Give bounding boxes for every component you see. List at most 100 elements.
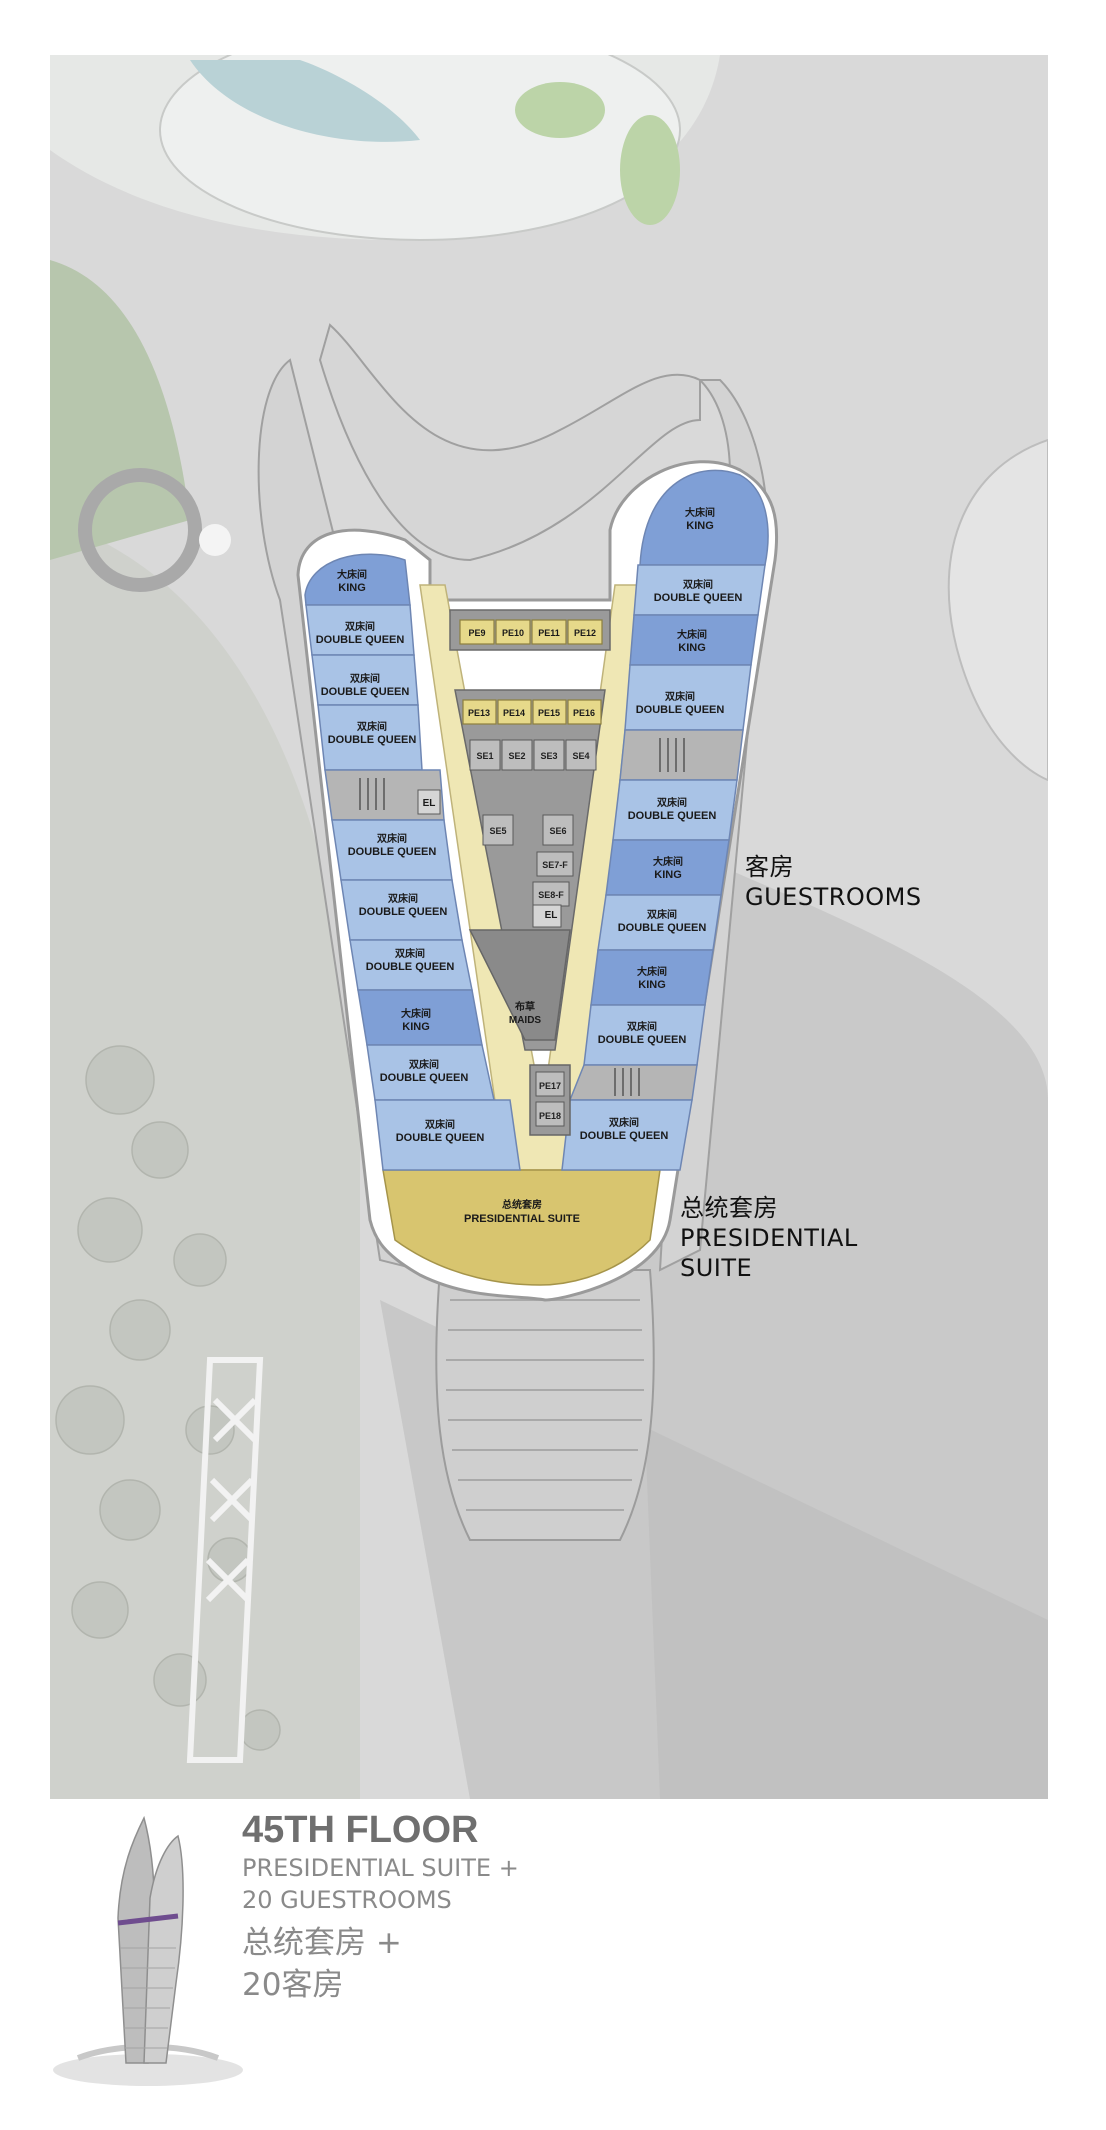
room-dq-west-8-label-en: DOUBLE QUEEN: [396, 1132, 485, 1144]
elevator-se5-label: SE5: [489, 826, 506, 836]
tower-thumbnail: [53, 1815, 243, 2086]
presidential-label-en-2: SUITE: [680, 1254, 753, 1282]
room-dq-west-1-label-en: DOUBLE QUEEN: [316, 634, 405, 646]
green-area-west: [50, 260, 190, 560]
elevator-pe10-label: PE10: [502, 628, 524, 638]
elevator-pe11-label: PE11: [538, 628, 560, 638]
guestrooms-label-en: GUESTROOMS: [745, 883, 922, 911]
room-dq-west-1-label-zh: 双床间: [345, 620, 375, 633]
floor-highlight: [117, 1913, 179, 1926]
room-king-east-top-label-zh: 大床间: [685, 506, 715, 519]
room-dq-east-3-label-en: DOUBLE QUEEN: [628, 810, 717, 822]
tower-lower: [435, 1269, 655, 1541]
room-king-west-top[interactable]: [304, 553, 411, 606]
green-patch-2: [620, 115, 680, 225]
elevator-lobby-core-label: EL: [545, 910, 558, 921]
bridge: [186, 1357, 264, 1763]
room-dq-west-3-label-zh: 双床间: [357, 720, 387, 733]
site-background: [50, 55, 1048, 1799]
elevator-pe14-label: PE14: [503, 708, 525, 718]
maids-label-zh: 布草: [515, 1000, 535, 1013]
presidential-callout: 总统套房 PRESIDENTIAL SUITE: [680, 1193, 858, 1283]
presidential-suite-label-zh: 总统套房: [502, 1198, 542, 1211]
room-dq-east-4-label-en: DOUBLE QUEEN: [618, 922, 707, 934]
room-dq-west-4-label-zh: 双床间: [377, 832, 407, 845]
elevator-pe12-label: PE12: [574, 628, 596, 638]
room-dq-east-6-label-zh: 双床间: [609, 1116, 639, 1129]
floor-caption: 45TH FLOOR PRESIDENTIAL SUITE + 20 GUEST…: [242, 1808, 519, 2006]
room-dq-west-2-label-zh: 双床间: [350, 672, 380, 685]
room-dq-west-3-label-en: DOUBLE QUEEN: [328, 734, 417, 746]
floor-subtitle-2: 20 GUESTROOMS: [242, 1886, 452, 1914]
room-dq-west-2-label-en: DOUBLE QUEEN: [321, 686, 410, 698]
room-dq-east-1-label-en: DOUBLE QUEEN: [654, 592, 743, 604]
elevators: [459, 619, 603, 725]
shell-north: [318, 323, 701, 562]
room-king-east-1-label-zh: 大床间: [677, 628, 707, 641]
room-dq-west-4-label-en: DOUBLE QUEEN: [348, 846, 437, 858]
room-stair-east: [619, 729, 744, 781]
room-king-east-top[interactable]: [639, 469, 769, 566]
stairs: [359, 738, 685, 1096]
landscape-west: [50, 520, 360, 1799]
room-king-west-label-en: KING: [402, 1021, 430, 1033]
room-dq-east-5-label-zh: 双床间: [627, 1020, 657, 1033]
elevator-se4-label: SE4: [572, 751, 589, 761]
guestrooms-label-zh: 客房: [745, 853, 794, 881]
room-king-west-label-zh: 大床间: [401, 1007, 431, 1020]
maids-label-en: MAIDS: [509, 1015, 542, 1026]
room-king-east-1-label-en: KING: [678, 642, 706, 654]
room-king-west-top-label-zh: 大床间: [337, 568, 367, 581]
guestrooms-callout: 客房 GUESTROOMS: [745, 852, 922, 912]
room-king-west-top-label-en: KING: [338, 582, 366, 594]
presidential-suite-label-en: PRESIDENTIAL SUITE: [464, 1213, 580, 1225]
room-king-east-2-label-zh: 大床间: [653, 855, 683, 868]
elevator-se1-label: SE1: [476, 751, 493, 761]
west-dot: [199, 524, 231, 556]
trees: [55, 1045, 281, 1751]
pool: [190, 60, 420, 142]
room-dq-east-2-label-zh: 双床间: [665, 690, 695, 703]
floor-subtitle-1: PRESIDENTIAL SUITE +: [242, 1854, 519, 1882]
elevator-pe18-label: PE18: [539, 1111, 561, 1121]
elevator-lobby-west-label: EL: [423, 798, 436, 809]
room-dq-east-2-label-en: DOUBLE QUEEN: [636, 704, 725, 716]
podium-east: [947, 438, 1048, 782]
room-dq-west-5-label-en: DOUBLE QUEEN: [359, 906, 448, 918]
presidential-label-en-1: PRESIDENTIAL: [680, 1224, 858, 1252]
elevator-se8f-label: SE8-F: [538, 890, 564, 900]
room-dq-east-4-label-zh: 双床间: [647, 908, 677, 921]
floor-subtitle-zh-1: 总统套房 +: [242, 1925, 402, 1961]
room-king-east-2-label-en: KING: [654, 869, 682, 881]
room-dq-east-6[interactable]: [561, 1099, 693, 1171]
elevator-se3-label: SE3: [540, 751, 557, 761]
room-dq-east-1-label-zh: 双床间: [683, 578, 713, 591]
room-dq-east-5-label-en: DOUBLE QUEEN: [598, 1034, 687, 1046]
elevator-pe13-label: PE13: [468, 708, 490, 718]
room-dq-west-6-label-en: DOUBLE QUEEN: [366, 961, 455, 973]
room-dq-west-7-label-en: DOUBLE QUEEN: [380, 1072, 469, 1084]
room-dq-west-5-label-zh: 双床间: [388, 892, 418, 905]
elevator-pe15-label: PE15: [538, 708, 560, 718]
elevator-pe16-label: PE16: [573, 708, 595, 718]
room-king-east-top-label-en: KING: [686, 520, 714, 532]
floor-title: 45TH FLOOR: [242, 1809, 479, 1851]
room-dq-west-8-label-zh: 双床间: [425, 1118, 455, 1131]
room-dq-east-6-label-en: DOUBLE QUEEN: [580, 1130, 669, 1142]
presidential-label-zh: 总统套房: [680, 1194, 778, 1222]
west-ring: [78, 468, 202, 592]
elevator-pe9-label: PE9: [468, 628, 485, 638]
room-dq-east-3-label-zh: 双床间: [657, 796, 687, 809]
presidential-suite[interactable]: [382, 1169, 661, 1286]
room-dq-west-6-label-zh: 双床间: [395, 947, 425, 960]
room-king-east-3-label-en: KING: [638, 979, 666, 991]
room-dq-west-8[interactable]: [374, 1099, 521, 1171]
elevator-se2-label: SE2: [508, 751, 525, 761]
roof-terrace: [159, 55, 681, 241]
room-dq-west-7-label-zh: 双床间: [409, 1058, 439, 1071]
room-king-east-3-label-zh: 大床间: [637, 965, 667, 978]
floor-subtitle-zh-2: 20客房: [242, 1967, 344, 2003]
green-patch: [515, 82, 605, 138]
